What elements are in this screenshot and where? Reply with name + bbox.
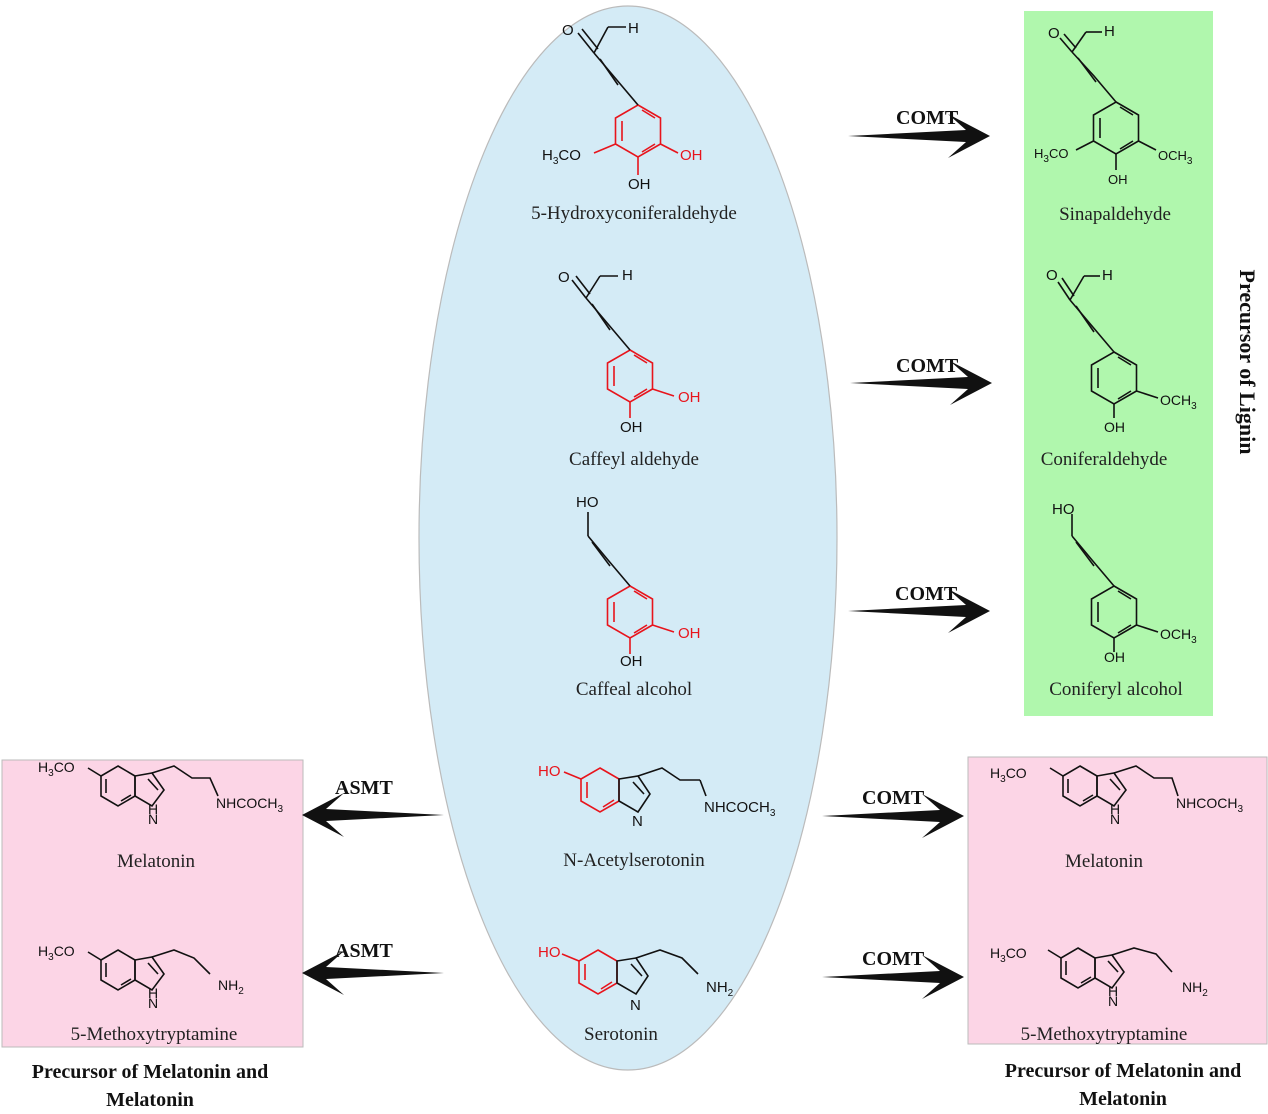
compound-label: Melatonin <box>1065 851 1144 872</box>
svg-text:O: O <box>562 22 574 39</box>
compound-label: Coniferyl alcohol <box>1049 679 1183 700</box>
compound-label: Caffeal alcohol <box>576 679 692 700</box>
compound-coniferaldehyde: O H OCH3 OH <box>1046 267 1197 435</box>
compound-label: 5-Hydroxyconiferaldehyde <box>531 203 737 224</box>
right-melatonin-box <box>967 756 1268 1045</box>
compound-5-methoxytryptamine-left: H3CO N H NH2 <box>38 943 244 1011</box>
hydroxy-bottom: OH <box>1108 172 1128 187</box>
ring-n: N <box>632 813 643 830</box>
compound-melatonin-left: H3CO N H NHCOCH3 <box>38 759 283 827</box>
methoxy-right: OCH3 <box>1158 148 1193 167</box>
svg-text:H: H <box>148 801 158 817</box>
methoxy-left: H3CO <box>990 945 1027 965</box>
compound-label: Melatonin <box>117 851 196 872</box>
left-footer-line2: Melatonin <box>106 1089 194 1111</box>
compound-5-methoxytryptamine-right: H3CO N H NH2 <box>990 945 1208 1009</box>
methoxy-right: OCH3 <box>1160 626 1197 646</box>
lignin-precursor-box <box>1024 11 1213 716</box>
side-chain: NHCOCH3 <box>704 799 776 819</box>
compound-coniferyl-alcohol: HO OCH3 OH <box>1052 501 1197 665</box>
hydroxy-right: OH <box>678 389 701 406</box>
arrow-comt-5: COMT <box>822 948 964 999</box>
side-chain: NHCOCH3 <box>216 795 283 815</box>
compound-caffeal-alcohol: HO OH OH <box>576 494 701 670</box>
compound-label: Coniferaldehyde <box>1041 449 1168 470</box>
svg-text:O: O <box>1046 267 1058 284</box>
hydroxy-top: HO <box>1052 501 1075 518</box>
aldehyde-h: H <box>628 20 639 37</box>
hydroxy-bottom: OH <box>628 176 651 193</box>
svg-text:N: N <box>148 811 158 827</box>
compound-label: Caffeyl aldehyde <box>569 449 699 470</box>
hydroxy-bottom: OH <box>1104 649 1125 665</box>
svg-text:H: H <box>148 985 158 1001</box>
compound-label: Serotonin <box>584 1024 658 1045</box>
hydroxy-right: OH <box>680 147 703 164</box>
svg-text:H: H <box>1108 983 1118 999</box>
svg-text:N: N <box>1108 993 1118 1009</box>
enzyme-label-comt: COMT <box>895 583 958 605</box>
arrow-asmt-2: ASMT <box>302 940 444 995</box>
compound-melatonin-right: H3CO N H NHCOCH3 <box>990 765 1243 827</box>
arrow-comt-2: COMT <box>850 355 992 405</box>
hydroxy-bottom: OH <box>620 419 643 436</box>
side-chain: NHCOCH3 <box>1176 795 1243 815</box>
enzyme-label-comt: COMT <box>862 948 925 970</box>
compound-5-hydroxyconiferaldehyde: O H H3CO OH OH <box>542 20 703 193</box>
right-footer-line1: Precursor of Melatonin and <box>1005 1060 1241 1082</box>
enzyme-label-asmt: ASMT <box>335 777 393 799</box>
compound-n-acetylserotonin: HO N NHCOCH3 <box>538 763 776 830</box>
lignin-side-title: Precursor of Lignin <box>1235 270 1260 455</box>
aldehyde-h: H <box>622 267 633 284</box>
arrow-comt-3: COMT <box>848 583 990 633</box>
hydroxy-right: OH <box>678 625 701 642</box>
hydroxy-top: HO <box>576 494 599 511</box>
side-chain: NH2 <box>1182 979 1208 999</box>
compound-sinapaldehyde: O H H3CO OCH3 OH <box>1034 23 1193 187</box>
methoxy-left: H3CO <box>1034 146 1068 165</box>
methoxy-right: OCH3 <box>1160 392 1197 412</box>
aldehyde-o: O <box>562 22 574 39</box>
side-chain: NH2 <box>218 977 244 997</box>
compound-serotonin: HO N NH2 <box>538 944 734 1014</box>
enzyme-label-comt: COMT <box>896 355 959 377</box>
svg-text:H: H <box>1110 801 1120 817</box>
arrow-asmt-1: ASMT <box>302 777 444 837</box>
right-footer-line2: Melatonin <box>1079 1088 1167 1110</box>
compound-caffeyl-aldehyde: O H OH OH <box>558 267 701 436</box>
substrate-ellipse <box>418 5 838 1071</box>
svg-text:N: N <box>148 995 158 1011</box>
hydroxy-left: HO <box>538 944 561 961</box>
methoxy-left: H3CO <box>990 765 1027 785</box>
arrow-comt-1: COMT <box>848 107 990 158</box>
compound-label: 5-Methoxytryptamine <box>1021 1024 1188 1045</box>
arrow-comt-4: COMT <box>822 787 964 838</box>
svg-text:N: N <box>1110 811 1120 827</box>
enzyme-label-asmt: ASMT <box>335 940 393 962</box>
left-melatonin-box <box>1 759 304 1048</box>
svg-text:O: O <box>558 269 570 286</box>
enzyme-label-comt: COMT <box>862 787 925 809</box>
left-footer-line1: Precursor of Melatonin and <box>32 1061 268 1083</box>
svg-text:O: O <box>1048 25 1060 42</box>
methoxy-left: H3CO <box>38 943 75 963</box>
ring-n: N <box>630 997 641 1014</box>
side-chain: NH2 <box>706 979 734 999</box>
methoxy-left: H3CO <box>38 759 75 779</box>
aldehyde-h: H <box>1104 23 1115 40</box>
hydroxy-bottom: OH <box>1104 419 1125 435</box>
compound-label: Sinapaldehyde <box>1059 204 1171 225</box>
hydroxy-bottom: OH <box>620 653 643 670</box>
compound-label: 5-Methoxytryptamine <box>71 1024 238 1045</box>
methoxy-left: H3CO <box>542 147 581 167</box>
enzyme-label-comt: COMT <box>896 107 959 129</box>
compound-label: N-Acetylserotonin <box>563 850 705 871</box>
hydroxy-left: HO <box>538 763 561 780</box>
aldehyde-h: H <box>1102 267 1113 284</box>
